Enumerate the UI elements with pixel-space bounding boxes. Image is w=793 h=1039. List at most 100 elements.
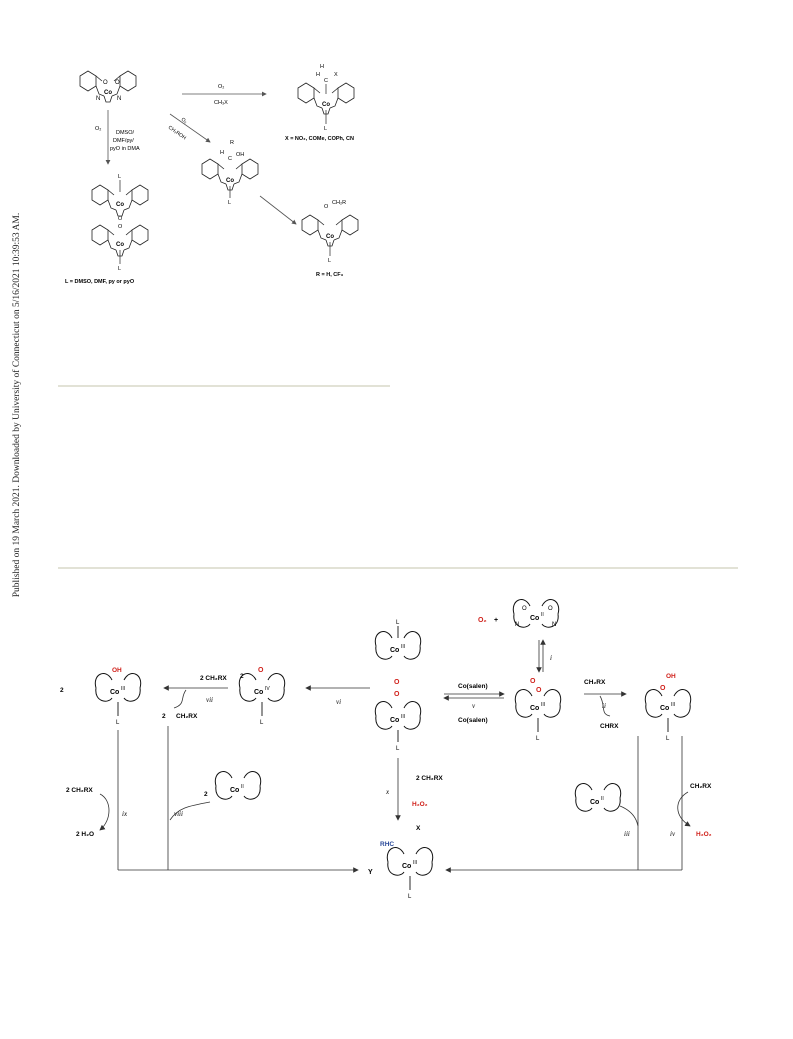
atom-o: O bbox=[660, 685, 666, 692]
atom-o: O bbox=[103, 80, 108, 86]
scheme-2-mechanism: O₂ + Co II N N O O i O O Co III L CH₂RX … bbox=[60, 599, 712, 900]
atom-h: H bbox=[316, 72, 320, 78]
atom-n: N bbox=[515, 622, 519, 628]
step-iii-label: iii bbox=[624, 830, 630, 838]
atom-co: Co bbox=[660, 705, 669, 712]
oxidation-state: II bbox=[241, 784, 244, 790]
atom-oh: OH bbox=[112, 667, 122, 674]
step-x-label: x bbox=[385, 788, 390, 796]
atom-o: O bbox=[536, 687, 542, 694]
atom-o: O bbox=[258, 667, 264, 674]
atom-oh: OH bbox=[236, 152, 244, 158]
download-watermark: Published on 19 March 2021. Downloaded b… bbox=[2, 190, 22, 630]
reagent-ch2rx-ii: CH₂RX bbox=[584, 679, 606, 686]
o2-reactant: O₂ bbox=[478, 617, 487, 624]
atom-rhc: RHC bbox=[380, 841, 394, 848]
co-salen-start: O O Co N N bbox=[79, 70, 137, 103]
co-iv-oxo: 2 O Co IV L bbox=[238, 667, 286, 726]
step-viii-label: viii bbox=[174, 810, 183, 818]
product-h2o2-iv: H₂O₂ bbox=[696, 831, 712, 838]
co-ii-viii: 2 Co II bbox=[204, 771, 262, 800]
atom-oh: OH bbox=[666, 673, 676, 680]
co-peroxo-dimer: L Co O O Co L bbox=[91, 174, 149, 272]
atom-o: O bbox=[530, 678, 536, 685]
product-2h2o: 2 H₂O bbox=[76, 831, 94, 838]
reagent-alcohol: CH₃ROH bbox=[167, 125, 187, 142]
co-hydroxyalkyl-intermediate: R H C OH Co L bbox=[201, 140, 259, 206]
atom-o: O bbox=[115, 80, 120, 86]
atom-l: L bbox=[118, 266, 121, 272]
atom-c: C bbox=[228, 156, 232, 162]
atom-l: L bbox=[408, 894, 412, 900]
atom-co: Co bbox=[390, 717, 399, 724]
co-ii-start: Co II N N O O bbox=[512, 599, 560, 628]
atom-o: O bbox=[548, 606, 553, 612]
atom-l: L bbox=[536, 736, 540, 742]
atom-co: Co bbox=[402, 863, 411, 870]
oxidation-state: III bbox=[121, 686, 125, 692]
r-substituent-list: R = H, CF₃ bbox=[316, 272, 344, 278]
scheme-1-cobalt-salen: O O Co N N O₂ CH₃X H H C X Co L X = NO₂,… bbox=[65, 64, 359, 285]
chrx-radical: CHRX bbox=[600, 723, 619, 730]
reagent-o2-diag: O₂ bbox=[180, 117, 188, 125]
reagent-o2-left: O₂ bbox=[95, 126, 101, 132]
atom-co: Co bbox=[104, 90, 112, 96]
atom-co: Co bbox=[322, 102, 330, 108]
step-i-label: i bbox=[550, 654, 552, 662]
product-h2o2-x: H₂O₂ bbox=[412, 801, 428, 808]
left-reagent-1: DMSO/ bbox=[116, 130, 135, 136]
atom-o: O bbox=[118, 216, 123, 222]
step-vii-label: vii bbox=[206, 696, 213, 704]
download-watermark-text: Published on 19 March 2021. Downloaded b… bbox=[12, 212, 22, 598]
atom-r: R bbox=[230, 140, 234, 146]
atom-l: L bbox=[324, 126, 327, 132]
atom-n: N bbox=[552, 622, 556, 628]
reagent-ch3x: CH₃X bbox=[214, 100, 228, 106]
atom-h: H bbox=[220, 150, 224, 156]
oxidation-state: IV bbox=[265, 686, 270, 692]
step-ix-label: ix bbox=[122, 810, 128, 818]
atom-co: Co bbox=[254, 689, 263, 696]
co-iii-alkyl-product: X RHC Co III L bbox=[380, 825, 434, 900]
co-ii-iii: Co II bbox=[574, 783, 622, 812]
atom-co: Co bbox=[590, 799, 599, 806]
atom-co: Co bbox=[116, 202, 124, 208]
atom-o: O bbox=[324, 204, 329, 210]
reagent-2ch2rx-ix: 2 CH₂RX bbox=[66, 787, 93, 794]
co-alkyl-product: H H C X Co L bbox=[297, 64, 355, 132]
oxidation-state: II bbox=[601, 796, 604, 802]
reagent-o2-top: O₂ bbox=[218, 84, 224, 90]
atom-l: L bbox=[328, 258, 331, 264]
coefficient-2: 2 bbox=[60, 687, 64, 694]
divider-bottom bbox=[58, 567, 738, 569]
atom-ch2r: CH₂R bbox=[332, 200, 346, 206]
atom-h: H bbox=[320, 64, 324, 70]
step-ii-label: ii bbox=[602, 702, 606, 710]
y-label: Y bbox=[368, 869, 373, 876]
reagent-2ch2rx-x: 2 CH₂RX bbox=[416, 775, 443, 782]
atom-co: Co bbox=[110, 689, 119, 696]
l-ligand-list: L = DMSO, DMF, py or pyO bbox=[65, 279, 135, 285]
atom-x: X bbox=[416, 825, 421, 832]
left-reagent-3: pyO in DMA bbox=[110, 146, 140, 152]
atom-o: O bbox=[394, 691, 400, 698]
atom-l: L bbox=[666, 736, 670, 742]
co-iii-peroxo-dimer: L Co III O O Co III L bbox=[374, 620, 422, 752]
atom-o: O bbox=[394, 679, 400, 686]
oxidation-state: III bbox=[413, 860, 417, 866]
coefficient-2: 2 bbox=[162, 713, 166, 720]
co-iii-superoxo: O O Co III L bbox=[514, 678, 562, 742]
step-vi-label: vi bbox=[336, 698, 341, 706]
ch2rx-radical: CH₂RX bbox=[176, 713, 198, 720]
atom-co: Co bbox=[226, 178, 234, 184]
co-alkoxide-product: O CH₂R Co L bbox=[301, 200, 359, 264]
atom-co: Co bbox=[116, 242, 124, 248]
atom-co: Co bbox=[230, 787, 239, 794]
atom-l: L bbox=[228, 200, 231, 206]
atom-l: L bbox=[116, 720, 120, 726]
co-salen-bottom: Co(salen) bbox=[458, 717, 488, 724]
plus-sign: + bbox=[494, 617, 498, 624]
atom-co: Co bbox=[530, 705, 539, 712]
left-reagent-2: DMF/py/ bbox=[113, 138, 134, 144]
atom-co: Co bbox=[390, 647, 399, 654]
